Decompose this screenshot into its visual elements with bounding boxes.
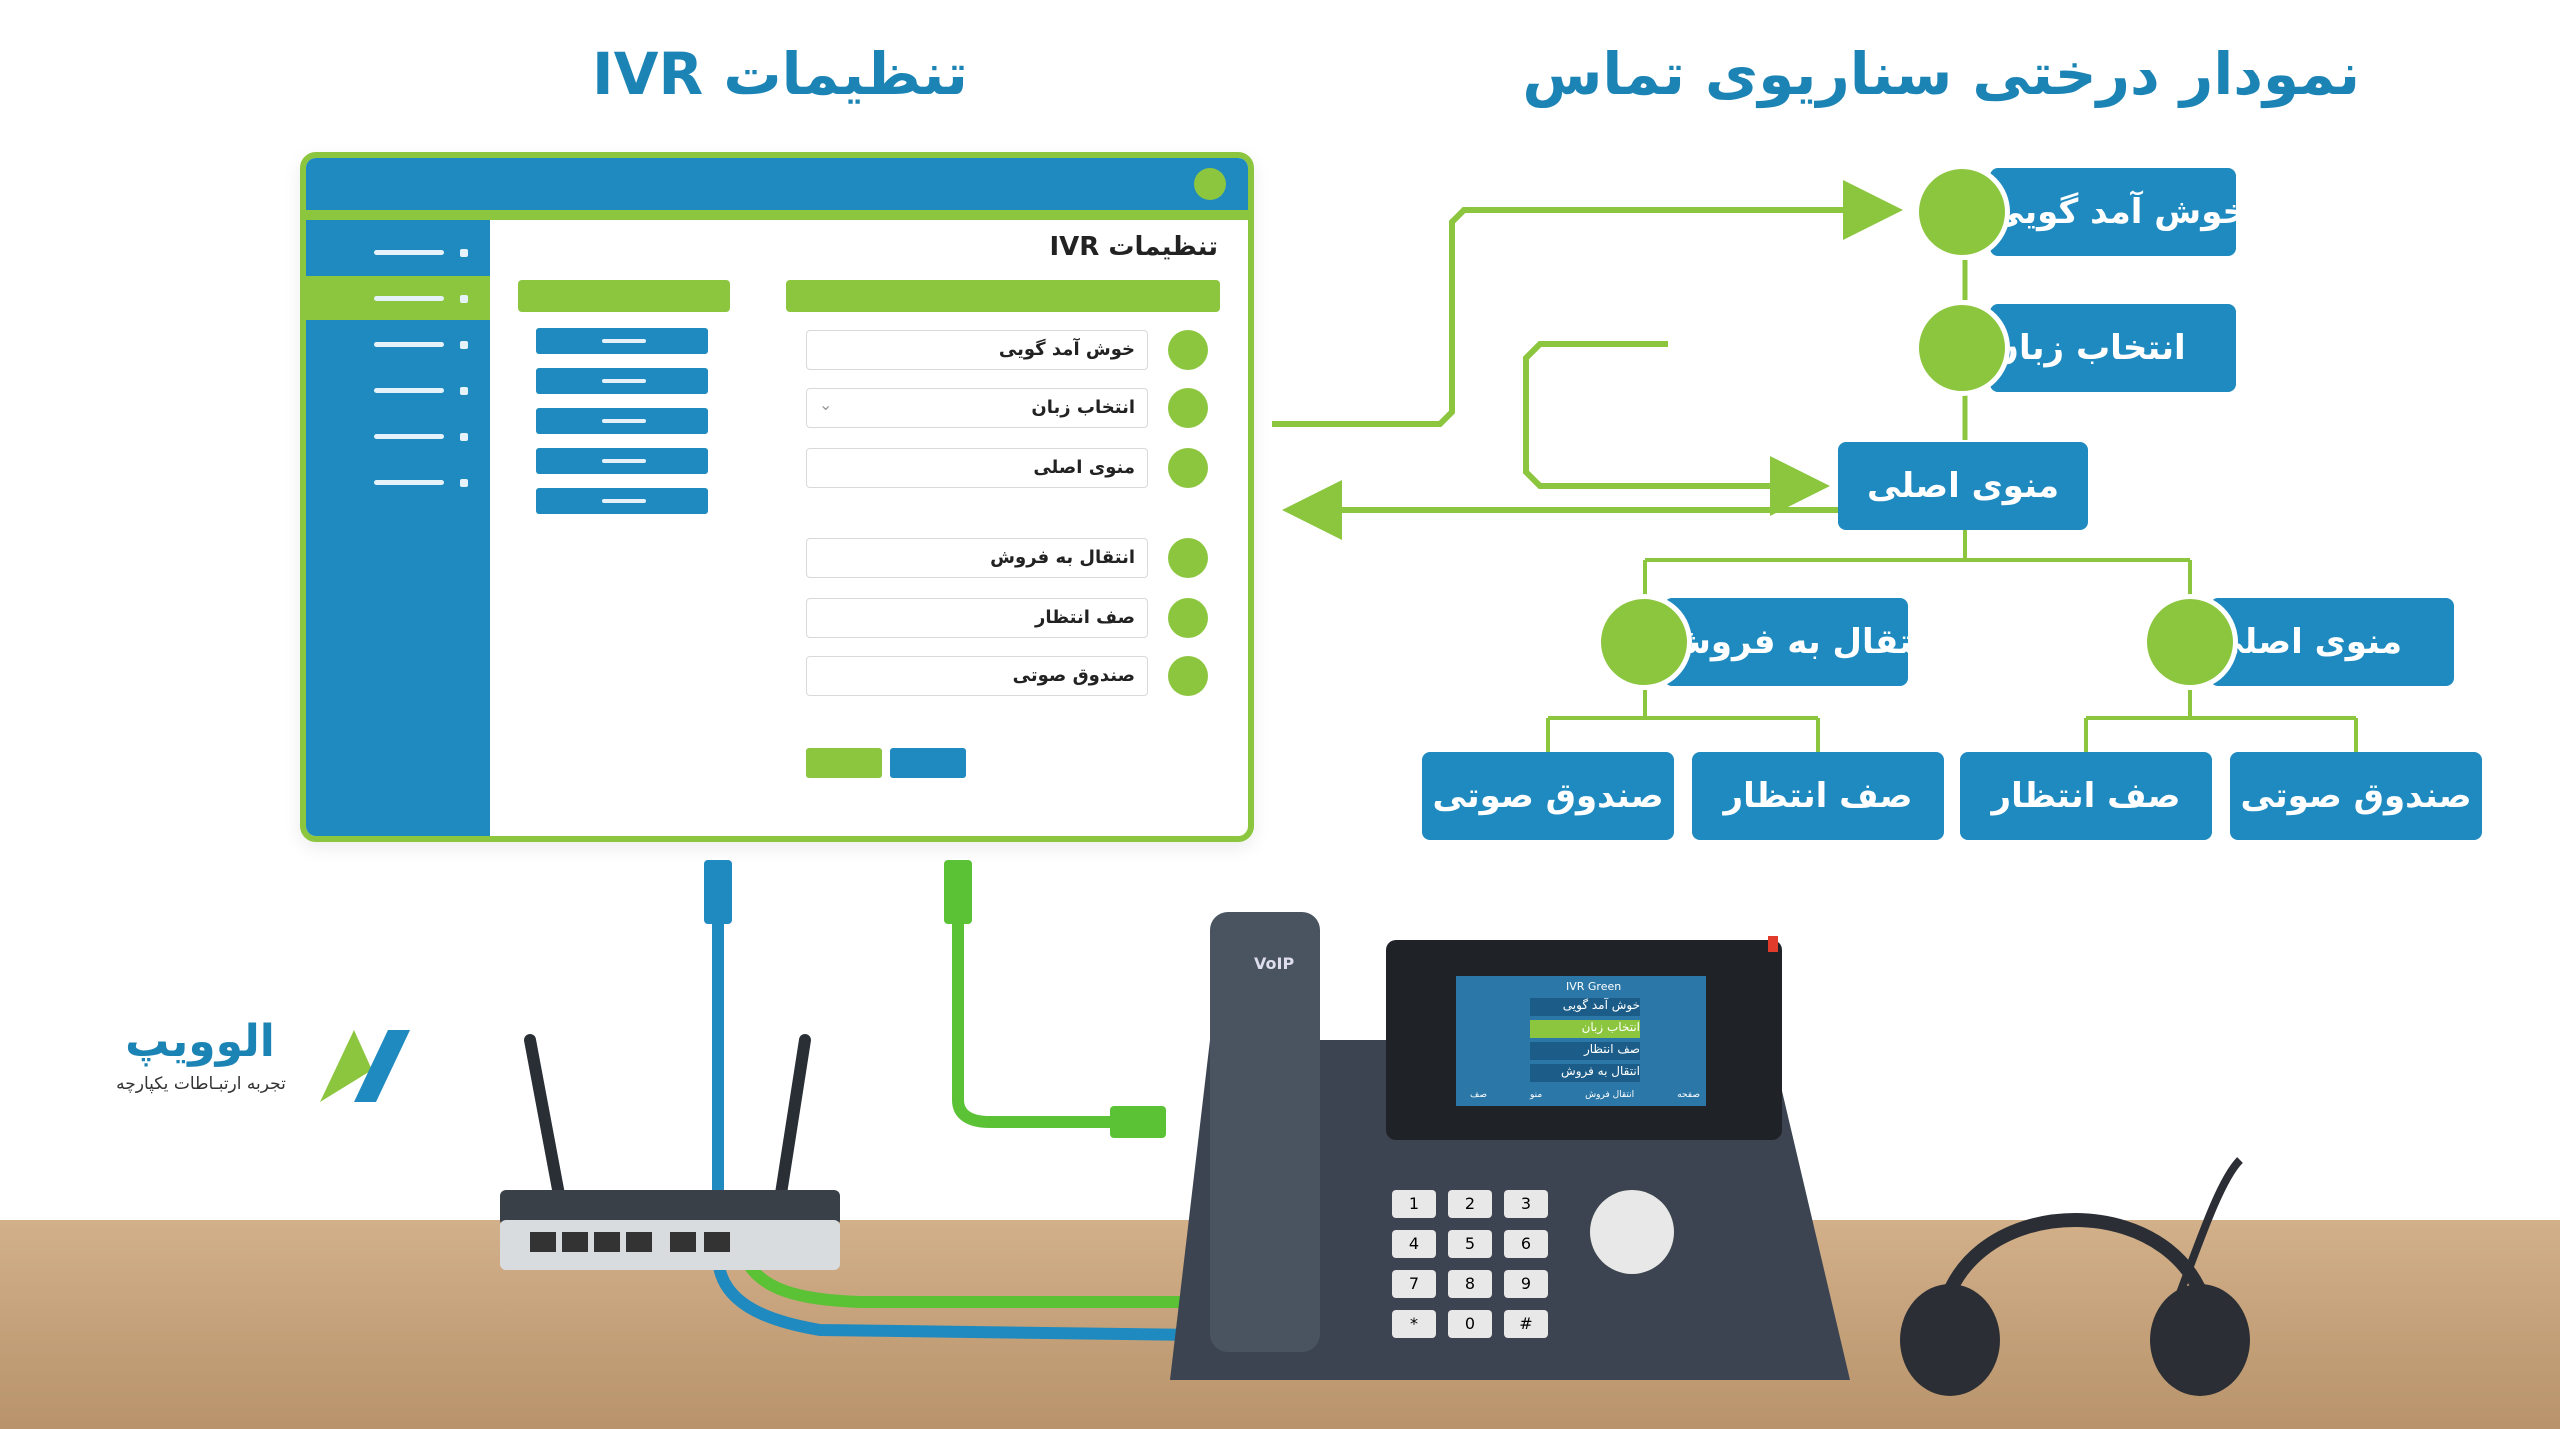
phone-softkey[interactable]: صفحه — [1677, 1090, 1700, 1100]
window-accent-strip — [306, 210, 1248, 220]
headset-icon — [1900, 1157, 2250, 1396]
phone-softkey[interactable]: انتقال فروش — [1585, 1090, 1635, 1100]
window-heading: تنظیمات IVR — [1049, 232, 1218, 262]
tree-leaf-menu-voicemail: صندوق صوتی — [2230, 752, 2482, 840]
tree-leaf-menu-queue: صف انتظار — [1960, 752, 2212, 840]
phone-screen-item: صف انتظار — [1530, 1042, 1640, 1060]
logo-tagline: تجربه ارتبـاطات یکپارچه — [116, 1074, 286, 1094]
logo-mark-icon — [320, 1030, 410, 1102]
sales-transfer-field-dot — [1168, 538, 1208, 578]
sidebar-item[interactable] — [306, 368, 490, 412]
tree-node-main-menu-2: منوی اصلی — [2210, 598, 2454, 686]
phone-softkeys: صفحه انتقال فروش منو صف — [1470, 1090, 1700, 1100]
sidebar-item[interactable] — [306, 322, 490, 366]
keypad-key[interactable]: 8 — [1448, 1270, 1492, 1298]
phone-keypad: 1 2 3 4 5 6 7 8 9 * 0 # — [1392, 1190, 1552, 1338]
sales-transfer-field[interactable]: انتقال به فروش — [806, 538, 1148, 578]
tree-node-main-menu: منوی اصلی — [1838, 442, 2088, 530]
menu-option-button[interactable] — [536, 328, 708, 354]
left-column-header — [518, 280, 730, 312]
phone-brand: VoIP — [1254, 954, 1295, 973]
sidebar-item-active[interactable] — [306, 276, 490, 320]
phone-screen-item: انتقال به فروش — [1530, 1064, 1640, 1082]
menu-option-button[interactable] — [536, 368, 708, 394]
window-status-dot — [1194, 168, 1226, 200]
window-titlebar — [306, 158, 1248, 210]
tree-node-language: انتخاب زبان — [1990, 304, 2236, 392]
phone-softkey[interactable]: منو — [1529, 1090, 1543, 1100]
cancel-button[interactable] — [890, 748, 966, 778]
call-tree-title: نمودار درختی سناریوی تماس — [1522, 40, 2360, 108]
keypad-key[interactable]: # — [1504, 1310, 1548, 1338]
sidebar-item[interactable] — [306, 230, 490, 274]
keypad-key[interactable]: 0 — [1448, 1310, 1492, 1338]
voicemail-field-dot — [1168, 656, 1208, 696]
tree-leaf-sales-voicemail: صندوق صوتی — [1422, 752, 1674, 840]
tree-node-sales-transfer: انتقال به فروش — [1664, 598, 1938, 686]
keypad-key[interactable]: 5 — [1448, 1230, 1492, 1258]
queue-field-dot — [1168, 598, 1208, 638]
sidebar-item[interactable] — [306, 460, 490, 504]
tree-node-sales-transfer-circle — [1596, 594, 1692, 690]
sidebar-item[interactable] — [306, 414, 490, 458]
keypad-key[interactable]: 2 — [1448, 1190, 1492, 1218]
main-menu-field-dot — [1168, 448, 1208, 488]
keypad-key[interactable]: * — [1392, 1310, 1436, 1338]
ip-phone-icon: VoIP IVR Green خوش آمد گویی انتخاب زبان … — [1170, 910, 1860, 1410]
phone-screen-item-selected: انتخاب زبان — [1530, 1020, 1640, 1038]
voicemail-field[interactable]: صندوق صوتی — [806, 656, 1148, 696]
tree-node-welcome-circle — [1914, 164, 2010, 260]
keypad-key[interactable]: 4 — [1392, 1230, 1436, 1258]
right-column-header — [786, 280, 1220, 312]
keypad-key[interactable]: 3 — [1504, 1190, 1548, 1218]
welcome-field[interactable]: خوش آمد گویی — [806, 330, 1148, 370]
router-icon — [500, 1034, 840, 1270]
phone-screen-item: خوش آمد گویی — [1530, 998, 1640, 1016]
tree-node-main-menu-2-circle — [2142, 594, 2238, 690]
chevron-down-icon: ⌄ — [819, 395, 833, 414]
tree-node-welcome: خوش آمد گویی — [1990, 168, 2247, 256]
phone-screen-title: IVR Green — [1566, 980, 1622, 993]
keypad-key[interactable]: 7 — [1392, 1270, 1436, 1298]
save-button[interactable] — [806, 748, 882, 778]
language-field-dot — [1168, 388, 1208, 428]
menu-option-button[interactable] — [536, 408, 708, 434]
keypad-key[interactable]: 9 — [1504, 1270, 1548, 1298]
nav-pad[interactable] — [1590, 1190, 1674, 1274]
main-menu-field[interactable]: منوی اصلی — [806, 448, 1148, 488]
menu-option-button[interactable] — [536, 488, 708, 514]
logo-name: الوویپ — [125, 1016, 275, 1067]
queue-field[interactable]: صف انتظار — [806, 598, 1148, 638]
welcome-field-dot — [1168, 330, 1208, 370]
ivr-settings-title: تنظیمات IVR — [592, 40, 968, 108]
ivr-settings-window: تنظیمات IVR خوش آمد گویی انتخاب زبان⌄ من… — [300, 152, 1254, 842]
phone-softkey[interactable]: صف — [1470, 1090, 1487, 1100]
keypad-key[interactable]: 6 — [1504, 1230, 1548, 1258]
tree-leaf-sales-queue: صف انتظار — [1692, 752, 1944, 840]
language-select[interactable]: انتخاب زبان⌄ — [806, 388, 1148, 428]
window-sidebar — [306, 220, 490, 836]
tree-node-language-circle — [1914, 300, 2010, 396]
keypad-key[interactable]: 1 — [1392, 1190, 1436, 1218]
menu-option-button[interactable] — [536, 448, 708, 474]
